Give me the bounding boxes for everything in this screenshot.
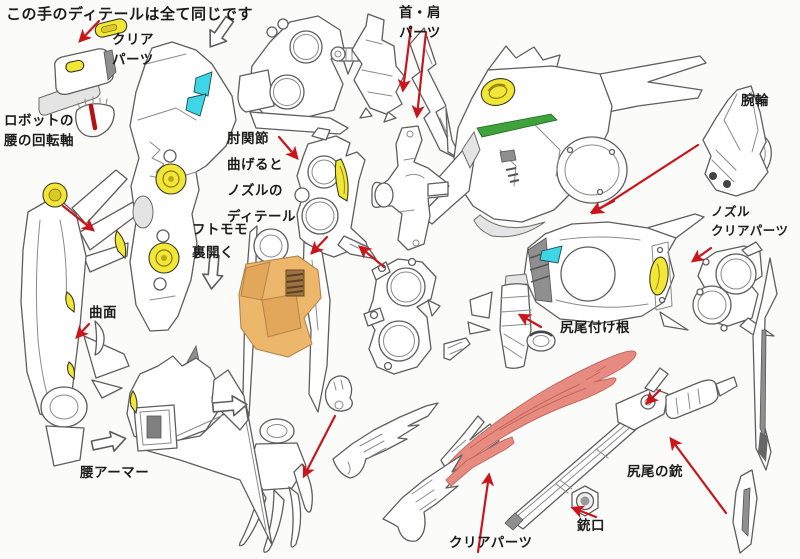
arrow-mid-right <box>357 245 386 269</box>
winged-blade-pink <box>382 436 515 542</box>
waist-armor-shield <box>126 344 273 546</box>
winged-blade-small <box>332 402 439 479</box>
arrow-tail-gun-long <box>669 436 728 515</box>
label-thigh-open-note: フトモモ 裏開く <box>192 222 248 261</box>
arrow-neck-2 <box>411 30 428 119</box>
claw-arm <box>238 225 331 553</box>
label-clear-parts-bottom: クリアパーツ <box>449 535 533 551</box>
label-elbow-nozzle-note: 肘関節 曲げると ノズルの ディテール <box>227 131 297 225</box>
flow-arrow-thigh <box>201 253 224 290</box>
label-neck-shoulder-parts: 首・肩 パーツ <box>399 5 441 42</box>
arrow-tail-gun-short <box>645 388 662 405</box>
knee-leg-part <box>129 41 237 332</box>
arrow-fist <box>302 414 337 479</box>
pointer-arrows <box>61 19 728 554</box>
label-curved-surface: 曲面 <box>89 305 117 321</box>
arrow-muzzle <box>570 505 598 519</box>
flow-arrow-waist-left <box>90 430 127 452</box>
right-sword-blades <box>732 257 778 554</box>
label-tail-gun: 尻尾の銃 <box>627 464 683 480</box>
knee-circle-part <box>363 257 441 375</box>
tail-gun-rifle <box>504 367 738 531</box>
fist <box>324 375 353 412</box>
label-clear-parts-top: クリア パーツ <box>112 32 154 69</box>
elbow-nozzle-part <box>294 127 377 260</box>
label-nozzle-clear-parts: ノズル クリアパーツ <box>711 204 789 239</box>
label-muzzle: 銃口 <box>577 518 605 534</box>
label-robot-waist-axis: ロボットの 腰の回転軸 <box>4 113 74 150</box>
sheet-title: この手のディテールは全て同じです <box>6 5 253 23</box>
shoulder-joint-part <box>237 15 361 135</box>
clear-pill <box>94 18 128 38</box>
waist-axis-indicator <box>88 103 98 131</box>
arrow-nozzle-clear <box>690 246 713 263</box>
head-assembly <box>420 45 707 238</box>
muzzle-ring <box>571 485 599 517</box>
armlet-part <box>702 85 772 197</box>
tail-base-cylinder <box>467 273 556 369</box>
left-forearm <box>20 169 139 467</box>
label-waist-armor: 腰アーマー <box>80 465 150 481</box>
label-tail-base: 尻尾付け根 <box>560 320 630 336</box>
arrow-elbow <box>277 135 299 161</box>
tail-ring <box>526 330 556 352</box>
arrow-foot <box>589 199 616 214</box>
arrow-curved-surface <box>75 322 91 339</box>
arrow-left-arm <box>61 204 96 232</box>
arrow-clear-parts-top <box>78 19 101 43</box>
hand-detail-part <box>38 18 128 138</box>
flow-arrow-down-left <box>209 15 235 48</box>
arrow-neck-1 <box>397 25 413 93</box>
nozzle-part <box>692 241 775 337</box>
arrow-tail-base <box>517 313 543 329</box>
neck-shoulder-joint <box>371 125 449 251</box>
flow-arrow-waist-right <box>211 394 248 417</box>
foot-part <box>523 213 705 331</box>
orange-thigh-mechanism <box>238 255 322 358</box>
arrow-mid-left <box>310 235 329 255</box>
label-armlet: 腕輪 <box>741 93 769 109</box>
back-gizmo-part <box>330 13 405 123</box>
arrow-clear-parts-bottom <box>476 472 495 554</box>
curved-surface-chip <box>94 320 105 356</box>
flow-arrows <box>90 15 248 452</box>
pink-tail-blade <box>440 337 637 471</box>
